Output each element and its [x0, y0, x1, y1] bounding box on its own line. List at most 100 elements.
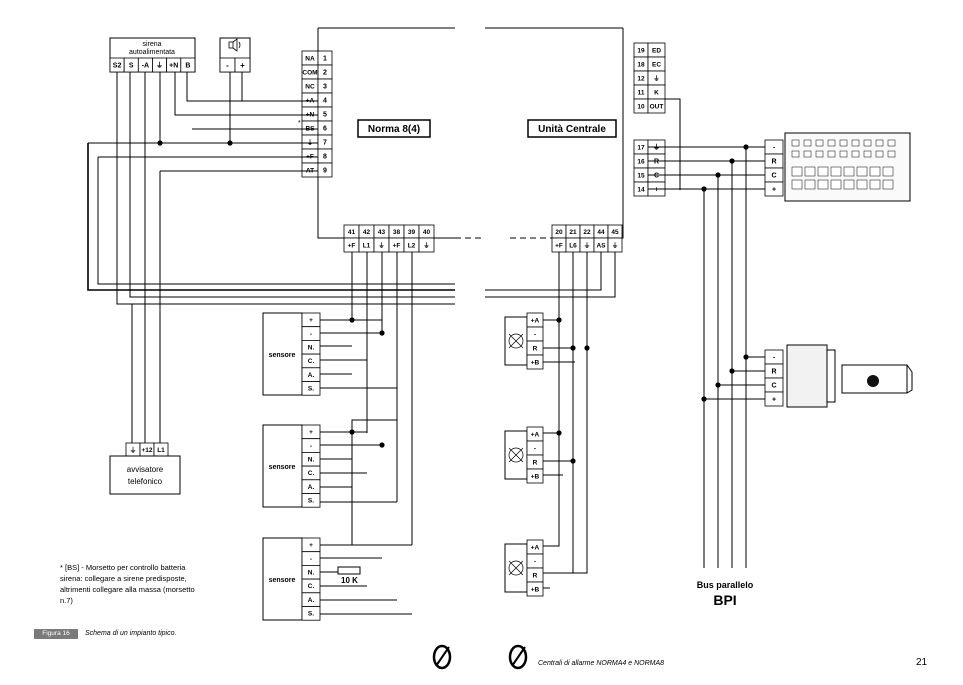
central-bus-num: 14	[637, 186, 645, 193]
sensor-terminal: +	[309, 429, 313, 436]
sensor-terminal: -	[310, 331, 312, 338]
page-number: 21	[916, 657, 928, 668]
detector-icon	[508, 333, 524, 349]
central-top-num: 11	[638, 89, 645, 96]
keypad-terminal: R	[771, 158, 776, 165]
norma-bottom-name: ⏚	[423, 241, 430, 249]
detector-terminal: R	[533, 345, 538, 352]
central-bus-name: R	[654, 158, 659, 165]
brand-logo-right	[508, 644, 528, 670]
siren-terminal: -A	[142, 62, 149, 69]
sensor-terminal: +	[309, 542, 313, 549]
keypad-led	[887, 150, 896, 158]
sensor-terminal: S.	[308, 498, 314, 505]
speaker-terminal: +	[240, 61, 245, 70]
detector-terminal: +B	[531, 586, 540, 593]
keypad-key	[804, 179, 816, 190]
detector-terminal: +B	[531, 473, 540, 480]
central-bus-num: 16	[637, 158, 645, 165]
central-bus-name: +	[654, 186, 658, 193]
siren-terminal-box	[180, 57, 196, 73]
footnote-line-4: n.7)	[60, 596, 73, 605]
sensor-terminal: N.	[308, 570, 315, 577]
sensor-terminal: S.	[308, 611, 314, 618]
sensor-terminal: A.	[308, 597, 315, 604]
bus-label-2: BPI	[713, 592, 736, 608]
keypad-terminal: C	[771, 172, 776, 179]
sensor-label: sensore	[269, 352, 296, 359]
norma-bottom-num: 40	[423, 229, 431, 236]
keypad-led	[791, 139, 800, 147]
norma-bottom-name-box	[418, 237, 435, 253]
central-top-name: ⏚	[653, 74, 660, 82]
central-bottom-name: ⏚	[584, 241, 591, 249]
norma-bottom-num: 41	[348, 229, 356, 236]
page-footer-text: Centrali di allarme NORMA4 e NORMA8	[538, 660, 665, 667]
central-bus-name: C	[654, 172, 659, 179]
central-top-name: K	[654, 89, 659, 96]
central-top-name: ED	[652, 47, 661, 54]
footnote-line-3: altrimenti collegare alla massa (morsett…	[60, 585, 195, 594]
keypad-led	[887, 139, 896, 147]
reader-terminal: R	[771, 368, 776, 375]
sensor-terminal-box	[301, 606, 321, 621]
keypad-led	[863, 150, 872, 158]
footnote-line-1: * [BS] - Morsetto per controllo batteria	[60, 563, 186, 572]
central-label: Unità Centrale	[538, 124, 606, 135]
siren-title-2: autoalimentata	[129, 49, 175, 56]
detector-terminal-box	[526, 468, 544, 484]
keypad-key	[856, 179, 868, 190]
detector-terminal: R	[533, 572, 538, 579]
detector-terminal-box	[526, 581, 544, 597]
central-top-name-box	[647, 98, 666, 114]
siren-terminal: S	[129, 62, 134, 69]
sensor-terminal: C.	[308, 470, 315, 477]
central-top-name: EC	[652, 61, 661, 68]
central-label-box: Unità Centrale	[527, 119, 617, 138]
dialer-terminal: ⏚	[130, 446, 137, 454]
keypad-led	[815, 150, 824, 158]
central-bus-num: 17	[637, 144, 645, 151]
keypad-led	[875, 139, 884, 147]
sensor-group: sensore+-N.C.A.S.sensore+-N.C.A.S.sensor…	[262, 312, 321, 621]
footnote-line-2: sirena: collegare a sirene predisposte,	[60, 574, 187, 583]
norma-bottom-name: L1	[363, 242, 371, 249]
reader-body	[786, 344, 828, 408]
reader-device: -RC+	[764, 344, 913, 408]
central-bottom-num: 44	[597, 229, 605, 236]
norma-bottom-name: L2	[408, 242, 416, 249]
detector-terminal: -	[534, 558, 536, 565]
keypad-key	[804, 166, 816, 177]
keypad-led	[803, 150, 812, 158]
central-bottom-num: 20	[555, 229, 563, 236]
sensor-terminal: -	[310, 556, 312, 563]
dialer-label-2: telefonico	[128, 477, 163, 486]
central-bottom-name: AS	[596, 242, 606, 249]
keypad-key	[869, 166, 881, 177]
norma-terminal-name: NC	[305, 83, 315, 90]
sensor-label: sensore	[269, 464, 296, 471]
keypad-key	[817, 166, 829, 177]
norma-bottom-name: +F	[348, 242, 356, 249]
norma-terminal-num: 9	[323, 167, 327, 174]
sensor-terminal: -	[310, 443, 312, 450]
keypad-key	[830, 179, 842, 190]
keypad-led	[803, 139, 812, 147]
central-top-num: 19	[637, 47, 645, 54]
sensor-body	[262, 424, 303, 508]
norma-bottom-num: 43	[378, 229, 386, 236]
keypad-terminal: -	[773, 144, 776, 151]
dialer-terminal: +12	[141, 447, 152, 454]
keypad-key	[817, 179, 829, 190]
keypad-key	[882, 179, 894, 190]
resistor: 10 K	[337, 566, 361, 585]
keypad-key	[882, 166, 894, 177]
junction-dots	[157, 140, 749, 464]
keypad-led	[851, 150, 860, 158]
resistor-label: 10 K	[341, 576, 358, 585]
speaker-terminal: -	[226, 61, 229, 70]
